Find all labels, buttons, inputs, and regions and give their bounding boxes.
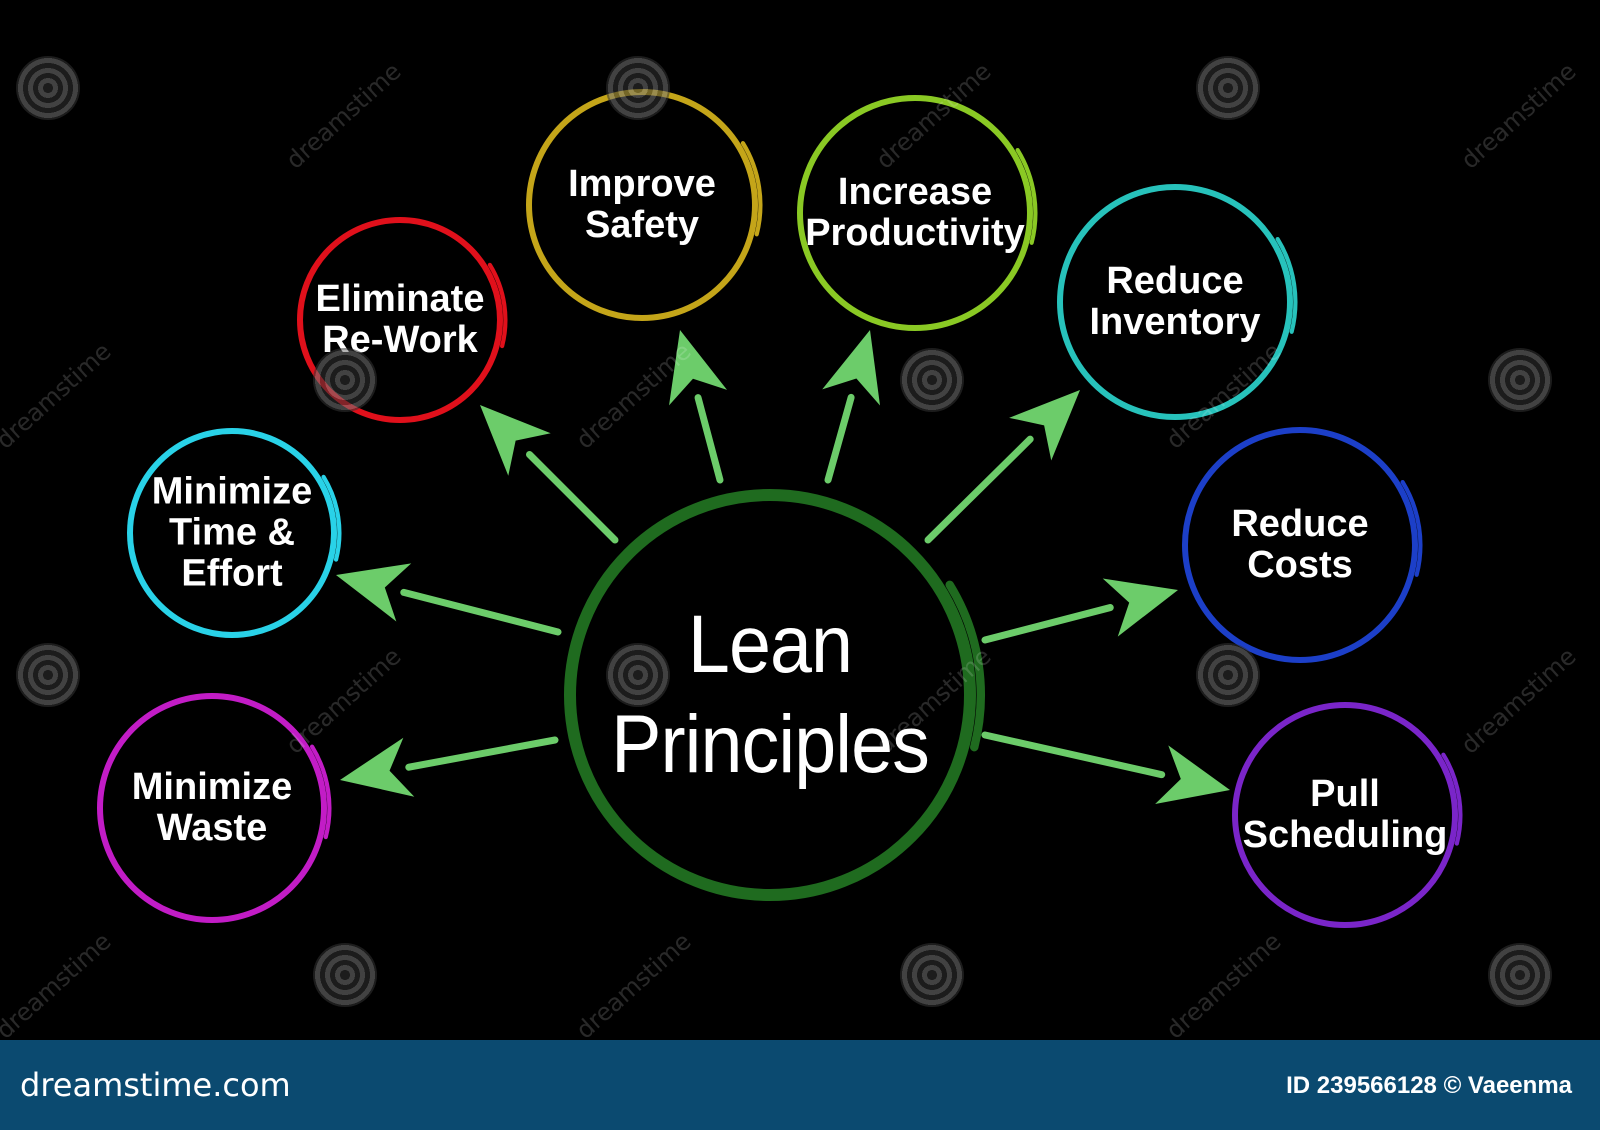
pull-scheduling-ring [1232, 702, 1463, 928]
pull-scheduling-label: Pull Scheduling [1242, 773, 1448, 856]
footer-credit: ID 239566128 © Vaeenma [1286, 1072, 1572, 1099]
reduce-costs-arrow [981, 578, 1178, 644]
increase-productivity-ring [797, 95, 1038, 331]
reduce-costs-ring [1182, 427, 1423, 663]
watermark-spiral-icon [1488, 943, 1552, 1007]
watermark-spiral-icon [606, 56, 670, 120]
lean-principles-diagram [97, 89, 1463, 928]
reduce-inventory-arrow [924, 390, 1080, 544]
center-ring [564, 489, 985, 901]
minimize-waste-arrow [340, 736, 559, 797]
watermark-spiral-icon [313, 348, 377, 412]
increase-productivity-arrow [822, 330, 881, 484]
minimize-time-effort-ring [127, 428, 342, 638]
rings-group [97, 89, 1463, 928]
arrows-group [336, 330, 1230, 804]
improve-safety-arrow [669, 330, 728, 484]
reduce-inventory-ring [1057, 184, 1298, 420]
watermark-spiral-icon [1488, 348, 1552, 412]
reduce-inventory-label: Reduce Inventory [1089, 260, 1261, 343]
footer-bar: dreamstime.com ID 239566128 © Vaeenma [0, 1040, 1600, 1130]
minimize-time-effort-arrow [336, 563, 562, 636]
reduce-costs-label: Reduce Costs [1231, 503, 1369, 586]
pull-scheduling-arrow [981, 731, 1230, 804]
improve-safety-label: Improve Safety [568, 163, 716, 246]
minimize-waste-label: Minimize Waste [131, 766, 293, 849]
footer-brand[interactable]: dreamstime.com [20, 1066, 291, 1104]
eliminate-rework-ring [297, 217, 508, 423]
watermark-spiral-icon [16, 56, 80, 120]
watermark-spiral-icon [313, 943, 377, 1007]
eliminate-rework-arrow [480, 405, 619, 544]
minimize-waste-ring [97, 693, 332, 923]
increase-productivity-label: Increase Productivity [805, 171, 1025, 254]
watermark-spiral-icon [900, 348, 964, 412]
minimize-time-effort-label: Minimize Time & Effort [151, 470, 313, 595]
watermark-spiral-icon [606, 643, 670, 707]
watermark-spiral-icon [16, 643, 80, 707]
watermark-spiral-icon [1196, 643, 1260, 707]
watermark-spiral-icon [1196, 56, 1260, 120]
center-label: Lean Principles [611, 599, 930, 790]
watermark-spiral-icon [900, 943, 964, 1007]
